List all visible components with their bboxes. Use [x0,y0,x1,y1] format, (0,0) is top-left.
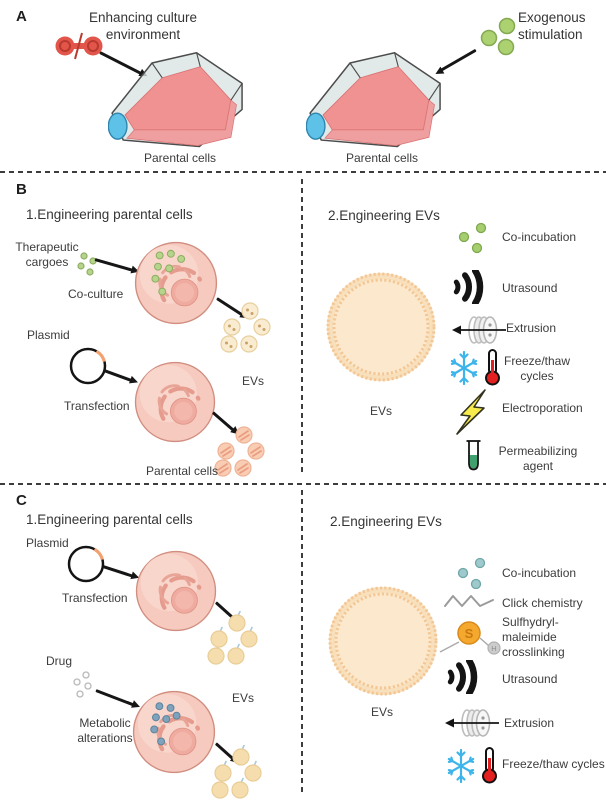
culture-flask-icon [107,50,248,159]
dumbbell-icon [54,32,104,65]
method-label: Extrusion [506,321,557,335]
evs-label: EVs [242,374,265,388]
transfection-label: Transfection [62,591,128,605]
column-separator [301,179,303,475]
evs-engineered-icon [207,610,263,670]
culture-flask-icon [305,50,446,159]
evs-engineered-icon [214,425,270,482]
parental-cell-icon [133,240,219,331]
large-ev-icon [325,583,441,704]
therapeutic-cargoes-label: Therapeutic cargoes [15,240,79,269]
method-label: Permeabilizing agent [498,444,578,473]
method-label: Utrasound [502,281,558,295]
section-title: 2.Engineering EVs [330,514,442,529]
zigzag-icon [443,592,495,615]
caption-exogenous-stimulation: Exogenous stimulation [518,10,586,42]
arrow [102,565,133,578]
method-label: Freeze/thaw cycles [502,757,605,771]
extruder-icon [443,703,501,748]
extruder-icon [450,310,508,355]
plasmid-label: Plasmid [26,536,69,550]
method-label: Extrusion [504,716,555,730]
thermometer-icon [484,348,501,391]
plasmid-icon [65,543,107,590]
parental-cell-icon [134,549,218,638]
snowflake-icon [446,350,482,391]
co-culture-label: Co-culture [68,287,124,301]
panel-separator [0,171,606,173]
method-label: Sulfhydryl-maleimide crosslinking [502,615,565,659]
column-separator [301,490,303,794]
large-ev-icon [323,269,439,390]
panel-c-label: C [16,492,27,509]
test-tube-icon [464,438,483,479]
thermometer-icon [481,746,498,789]
section-title: 1.Engineering parental cells [26,207,193,222]
arrow [440,49,477,72]
parental-cells-label: Parental cells [145,464,219,478]
green-particles-icon [478,16,520,63]
arrow [94,258,133,272]
section-title: 1.Engineering parental cells [26,512,193,527]
plasmid-icon [67,345,109,392]
snowflake-icon [443,748,479,789]
arrow [95,689,134,706]
evs-engineered-icon [211,744,267,800]
parental-cell-icon [131,689,217,780]
method-label: Utrasound [502,672,558,686]
method-label: Co-incubation [502,566,577,580]
ev-label: EVs [370,705,393,719]
teal-dots-icon [456,557,492,594]
metabolic-alterations-label: Metabolic alterations [77,716,133,745]
drug-dots-icon [72,671,96,706]
sulfhydryl-maleimide-icon: S H [438,616,502,663]
lightning-bolt-icon [452,388,494,441]
parental-cells-label: Parental cells [345,151,419,165]
ultrasound-wave-icon [452,267,496,309]
method-label: Co-incubation [502,230,577,244]
sulfur-letter: S [465,626,474,641]
caption-enhancing-culture: Enhancing culture environment [88,10,198,42]
evs-label: EVs [232,691,255,705]
parental-cell-icon [133,360,217,449]
ev-label: EVs [369,404,392,418]
ultrasound-wave-icon [446,657,490,699]
green-dots-icon [458,222,494,259]
cargo-dots-icon [76,251,100,286]
transfection-label: Transfection [64,399,130,413]
method-label: Electroporation [502,401,583,415]
evs-loaded-icon [220,301,276,358]
method-label: Freeze/thaw cycles [503,354,571,383]
section-title: 2.Engineering EVs [328,208,440,223]
drug-label: Drug [46,654,73,668]
panel-a-label: A [16,8,27,25]
panel-b-label: B [16,181,27,198]
panel-separator [0,483,606,485]
parental-cells-label: Parental cells [143,151,217,165]
method-label: Click chemistry [502,596,583,610]
plasmid-label: Plasmid [27,328,70,342]
hydrogen-letter: H [491,644,496,653]
